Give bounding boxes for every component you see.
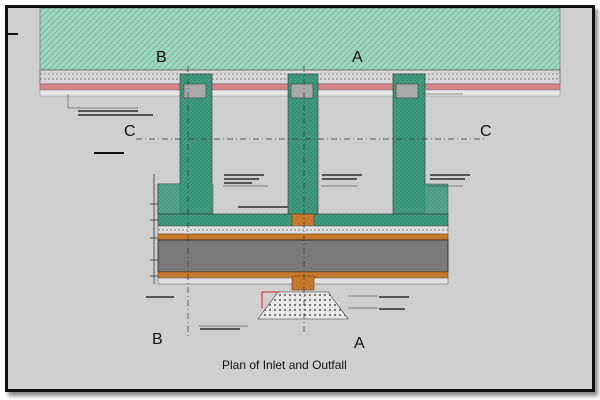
section-label-c-right: C (480, 123, 492, 140)
drawing-caption: Plan of Inlet and Outfall (222, 358, 347, 372)
section-label-a-top: A (352, 49, 363, 66)
section-label-c-left: C (124, 123, 136, 140)
orange-joint-bottom (291, 275, 315, 291)
section-label-b-bottom: B (152, 331, 163, 348)
column-left (157, 73, 214, 227)
top-hatched-area (39, 8, 561, 71)
column-right (392, 73, 449, 227)
section-lines (136, 66, 484, 338)
drawing-canvas: B A C C B A Plan of Inlet and Outfall (8, 8, 561, 372)
gravel-outfall (257, 291, 349, 320)
orange-beam-upper (157, 233, 449, 241)
dimension-ticks (150, 174, 158, 284)
section-label-a-bottom: A (354, 335, 365, 352)
section-label-b-top: B (156, 49, 167, 66)
column-middle (287, 73, 319, 227)
dark-concrete-slab (157, 239, 449, 273)
